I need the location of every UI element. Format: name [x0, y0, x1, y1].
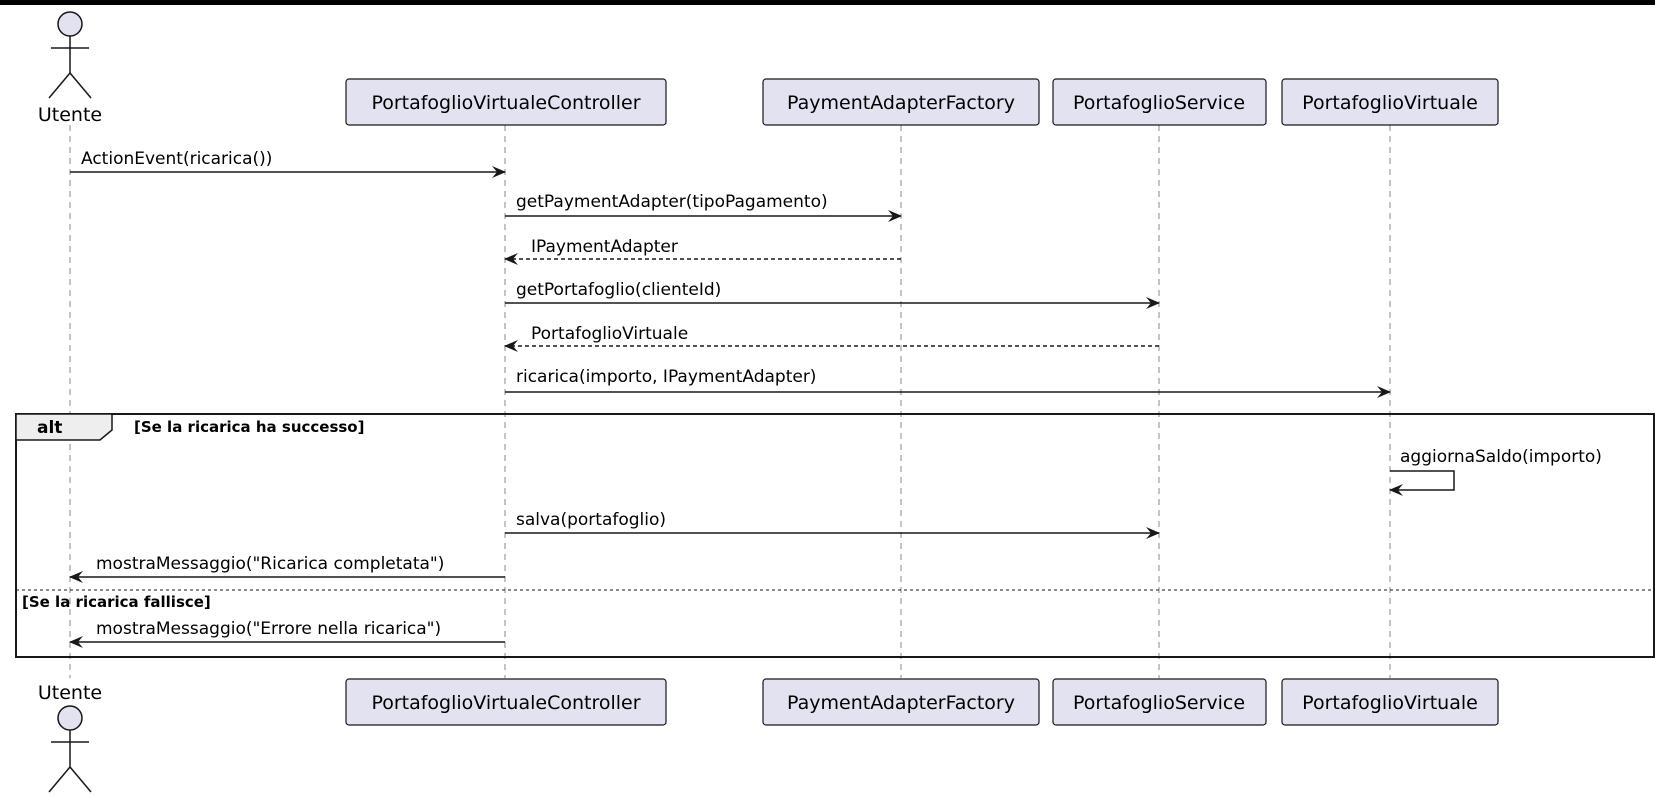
- message-ricarica: ricarica(importo, IPaymentAdapter): [505, 367, 1391, 398]
- message-label: ricarica(importo, IPaymentAdapter): [516, 367, 816, 387]
- message-portafogliovirtuale-return: PortafoglioVirtuale: [504, 324, 1159, 352]
- message-label: getPaymentAdapter(tipoPagamento): [516, 192, 828, 212]
- message-getpaymentadapter: getPaymentAdapter(tipoPagamento): [505, 192, 902, 222]
- participant-label: PortafoglioService: [1073, 692, 1245, 714]
- alt-fragment: alt [Se la ricarica ha successo] [Se la …: [15, 413, 1655, 658]
- participant-label: PaymentAdapterFactory: [787, 92, 1015, 114]
- participant-virtuale-top: PortafoglioVirtuale: [1281, 78, 1499, 126]
- actor-utente-top: Utente: [38, 11, 102, 126]
- message-label: salva(portafoglio): [516, 510, 666, 530]
- message-label: aggiornaSaldo(importo): [1400, 447, 1602, 467]
- participant-virtuale-bottom: PortafoglioVirtuale: [1281, 678, 1499, 726]
- participant-label: PortafoglioService: [1073, 92, 1245, 114]
- alt-guard-failure: [Se la ricarica fallisce]: [22, 593, 211, 611]
- message-salva: salva(portafoglio): [505, 510, 1160, 539]
- message-getportafoglio: getPortafoglio(clienteId): [505, 280, 1160, 309]
- participant-label: PortafoglioVirtuale: [1302, 692, 1478, 714]
- participant-label: PaymentAdapterFactory: [787, 692, 1015, 714]
- participant-label: PortafoglioVirtuale: [1302, 92, 1478, 114]
- message-label: mostraMessaggio("Ricarica completata"): [96, 554, 444, 574]
- message-label: getPortafoglio(clienteId): [516, 280, 721, 300]
- message-actionevent: ActionEvent(ricarica()): [70, 149, 506, 178]
- actor-utente-bottom: Utente: [38, 682, 102, 793]
- participant-service-bottom: PortafoglioService: [1052, 678, 1267, 726]
- message-aggiornasaldo-self: aggiornaSaldo(importo): [1389, 447, 1602, 496]
- participant-label: PortafoglioVirtualeController: [371, 692, 640, 714]
- participant-label: PortafoglioVirtualeController: [371, 92, 640, 114]
- message-label: ActionEvent(ricarica()): [81, 149, 272, 169]
- participant-factory-bottom: PaymentAdapterFactory: [762, 678, 1040, 726]
- message-mostra-errore: mostraMessaggio("Errore nella ricarica"): [69, 619, 505, 648]
- alt-guard-success: [Se la ricarica ha successo]: [134, 418, 364, 436]
- message-ipaymentadapter-return: IPaymentAdapter: [504, 237, 901, 265]
- alt-keyword: alt: [37, 418, 62, 438]
- participant-label: Utente: [38, 104, 102, 126]
- participant-controller-bottom: PortafoglioVirtualeController: [345, 678, 667, 726]
- message-label: mostraMessaggio("Errore nella ricarica"): [96, 619, 441, 639]
- participant-factory-top: PaymentAdapterFactory: [762, 78, 1040, 126]
- participant-controller-top: PortafoglioVirtualeController: [345, 78, 667, 126]
- message-mostra-completata: mostraMessaggio("Ricarica completata"): [69, 554, 505, 583]
- participant-service-top: PortafoglioService: [1052, 78, 1267, 126]
- message-label: PortafoglioVirtuale: [531, 324, 688, 344]
- participant-label: Utente: [38, 682, 102, 704]
- message-label: IPaymentAdapter: [531, 237, 678, 257]
- top-border: [0, 0, 1655, 5]
